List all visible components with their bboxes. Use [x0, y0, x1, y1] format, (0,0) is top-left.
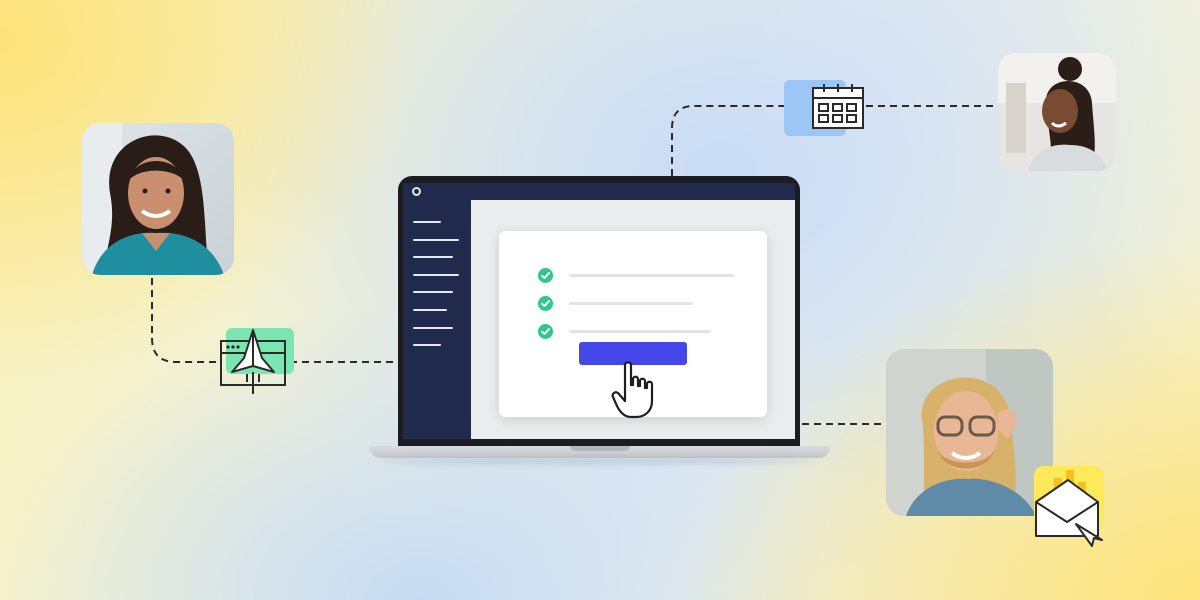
- check-icon: [538, 268, 553, 283]
- sidebar-item[interactable]: [413, 256, 453, 258]
- checklist-item-text: [569, 330, 711, 333]
- checklist-item: [538, 324, 738, 340]
- email-analytics-icon: [1034, 466, 1104, 547]
- avatar-woman-left: [82, 123, 234, 275]
- avatar-woman-right: [998, 53, 1116, 171]
- laptop-shadow: [380, 458, 820, 464]
- app-logo-icon: [412, 187, 421, 196]
- checklist-item: [538, 296, 738, 312]
- sidebar-item[interactable]: [413, 221, 441, 223]
- checklist-item: [538, 268, 738, 284]
- checklist-item-text: [569, 274, 734, 277]
- checklist-card: [499, 231, 767, 419]
- app-topbar: [403, 183, 795, 200]
- checklist-item-text: [569, 302, 693, 305]
- app-main-area: [471, 200, 795, 439]
- sidebar-item[interactable]: [413, 344, 441, 346]
- connector-top: [671, 105, 784, 176]
- avatar-man-right: [886, 349, 1053, 516]
- app-sidebar: [403, 200, 471, 439]
- sidebar-item[interactable]: [413, 274, 459, 276]
- rocket-launch-badge: [218, 328, 296, 398]
- sidebar-item[interactable]: [413, 239, 459, 241]
- calendar-badge: [782, 80, 868, 140]
- check-icon: [538, 296, 553, 311]
- sidebar-item[interactable]: [413, 291, 453, 293]
- laptop-base: [370, 446, 830, 458]
- laptop-screen: [398, 176, 800, 446]
- calendar-icon: [784, 80, 864, 136]
- connector-left: [151, 278, 222, 363]
- email-analytics-badge: [1026, 466, 1110, 550]
- sidebar-item[interactable]: [413, 309, 447, 311]
- sidebar-item[interactable]: [413, 327, 453, 329]
- rocket-launch-icon: [220, 328, 294, 394]
- submit-button[interactable]: [579, 342, 687, 365]
- laptop-notch: [570, 446, 630, 451]
- app-window: [403, 183, 795, 439]
- pointer-hand-icon: [611, 361, 654, 419]
- check-icon: [538, 324, 553, 339]
